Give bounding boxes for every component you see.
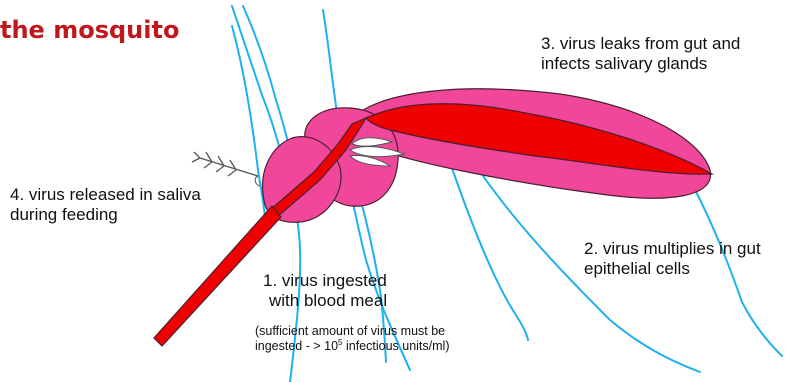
diagram-title: the mosquito	[0, 16, 179, 44]
leg-2	[243, 6, 290, 150]
step-4-label: 4. virus released in saliva during feedi…	[10, 185, 201, 226]
leg-8	[452, 168, 528, 340]
dose-note-line2: ingested - > 105 infectious units/ml)	[255, 339, 449, 354]
step-2-label: 2. virus multiplies in gut epithelial ce…	[584, 239, 761, 280]
step-3-line1: 3. virus leaks from gut and	[541, 34, 740, 54]
dose-note-line1: (sufficient amount of virus must be	[255, 324, 449, 339]
antenna	[192, 152, 260, 186]
step-2-line2: epithelial cells	[584, 259, 761, 279]
step-1-line1: 1. virus ingested	[263, 271, 387, 291]
step-1-label: 1. virus ingested with blood meal	[263, 271, 387, 312]
dose-note: (sufficient amount of virus must be inge…	[255, 324, 449, 354]
step-3-line2: infects salivary glands	[541, 54, 740, 74]
step-4-line1: 4. virus released in saliva	[10, 185, 201, 205]
step-2-line1: 2. virus multiplies in gut	[584, 239, 761, 259]
step-1-line2: with blood meal	[263, 291, 387, 311]
step-3-label: 3. virus leaks from gut and infects sali…	[541, 34, 740, 75]
step-4-line2: during feeding	[10, 205, 201, 225]
